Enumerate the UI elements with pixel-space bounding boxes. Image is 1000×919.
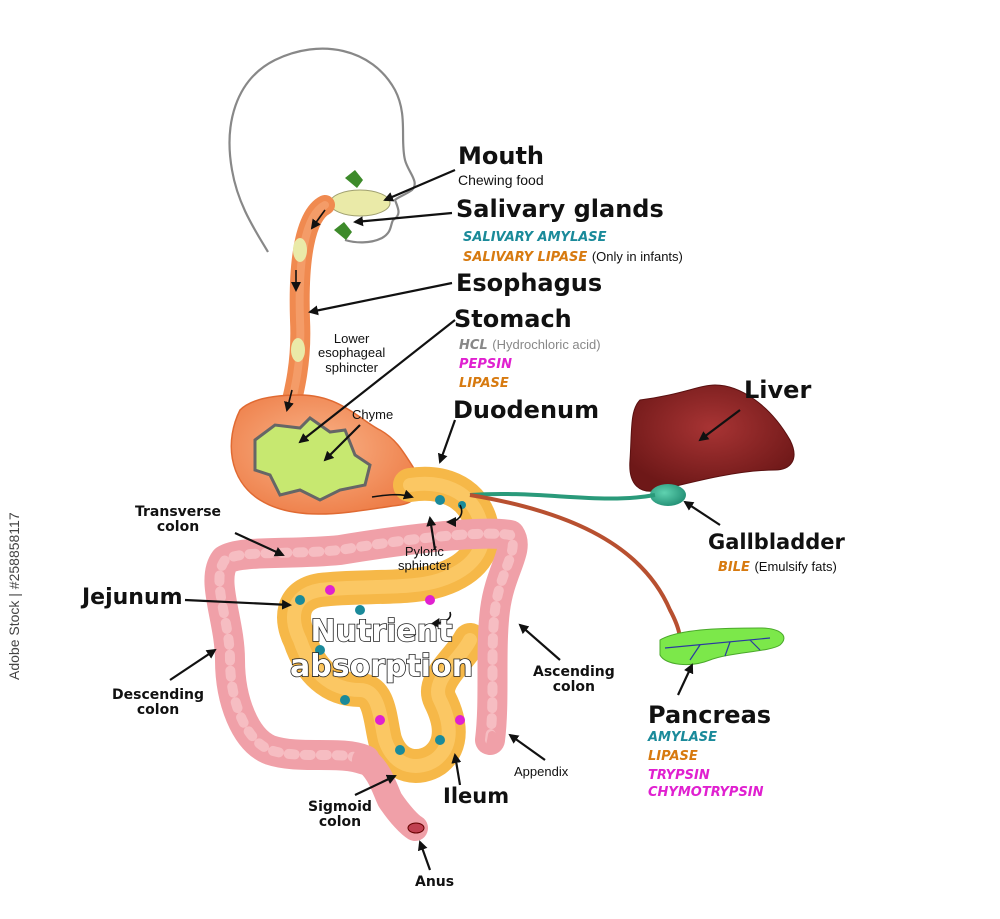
label-ileum: Ileum <box>443 784 510 808</box>
label-esophagus: Esophagus <box>456 269 603 297</box>
label-arrows <box>169 168 741 871</box>
label-appendix: Appendix <box>514 764 569 779</box>
label-salivary-glands: Salivary glands <box>456 195 664 223</box>
salivary-gland-shape <box>345 170 363 188</box>
food-bolus <box>329 189 391 217</box>
head-outline <box>228 47 416 253</box>
enzyme-salivary-lipase: SALIVARY LIPASE (Only in infants) <box>463 249 683 265</box>
nutrient-dots <box>295 495 466 755</box>
enzyme-pepsin: PEPSIN <box>459 357 513 372</box>
label-duodenum: Duodenum <box>453 396 600 424</box>
enzyme-chymotrypsin: CHYMOTRYPSIN <box>648 785 764 800</box>
bile-text: BILE <box>718 560 750 575</box>
enzyme-stomach-lipase: LIPASE <box>459 376 509 391</box>
sigmoid-rectum <box>352 747 428 841</box>
label-sigmoid-colon: Sigmoid colon <box>308 799 372 831</box>
label-chyme: Chyme <box>352 407 394 422</box>
salivary-lipase-text: SALIVARY LIPASE <box>463 250 588 265</box>
label-lower-esophageal-sphincter: Lower esophageal sphincter <box>318 331 386 375</box>
stock-watermark: Adobe Stock | #258858117 <box>6 512 22 680</box>
salivary-lipase-note: (Only in infants) <box>591 249 683 264</box>
enzyme-salivary-amylase: SALIVARY AMYLASE <box>463 230 607 245</box>
bile-note: (Emulsify fats) <box>754 559 837 574</box>
label-stomach: Stomach <box>454 305 572 333</box>
label-anus: Anus <box>415 874 455 890</box>
label-liver: Liver <box>744 376 812 404</box>
gallbladder-shape <box>650 484 686 506</box>
enzyme-hcl: HCL (Hydrochloric acid) <box>459 337 601 353</box>
label-jejunum: Jejunum <box>82 585 183 610</box>
label-pancreas: Pancreas <box>648 701 772 729</box>
label-nutrient-absorption: Nutrient absorption <box>289 613 474 684</box>
hcl-note: (Hydrochloric acid) <box>492 337 601 352</box>
label-mouth-sub: Chewing food <box>458 172 544 188</box>
anus-opening <box>407 822 425 834</box>
enzyme-pancreatic-lipase: LIPASE <box>648 749 698 764</box>
enzyme-pancreatic-amylase: AMYLASE <box>648 730 717 745</box>
label-descending-colon: Descending colon <box>112 687 205 719</box>
enzyme-bile: BILE (Emulsify fats) <box>718 559 837 575</box>
bile-duct <box>469 491 656 501</box>
liver-shape <box>629 384 795 492</box>
chyme-shape <box>253 416 372 502</box>
hcl-text: HCL <box>459 338 488 353</box>
flow-arrows <box>284 209 463 628</box>
label-gallbladder: Gallbladder <box>708 530 845 554</box>
pancreatic-duct <box>469 493 682 641</box>
enzyme-trypsin: TRYPSIN <box>648 768 710 783</box>
appendix-shape <box>482 731 496 754</box>
label-ascending-colon: Ascending colon <box>533 664 615 696</box>
label-pyloric-sphincter: Pyloric sphincter <box>398 544 451 574</box>
label-mouth: Mouth <box>458 142 545 170</box>
label-transverse-colon: Transverse colon <box>135 504 222 536</box>
